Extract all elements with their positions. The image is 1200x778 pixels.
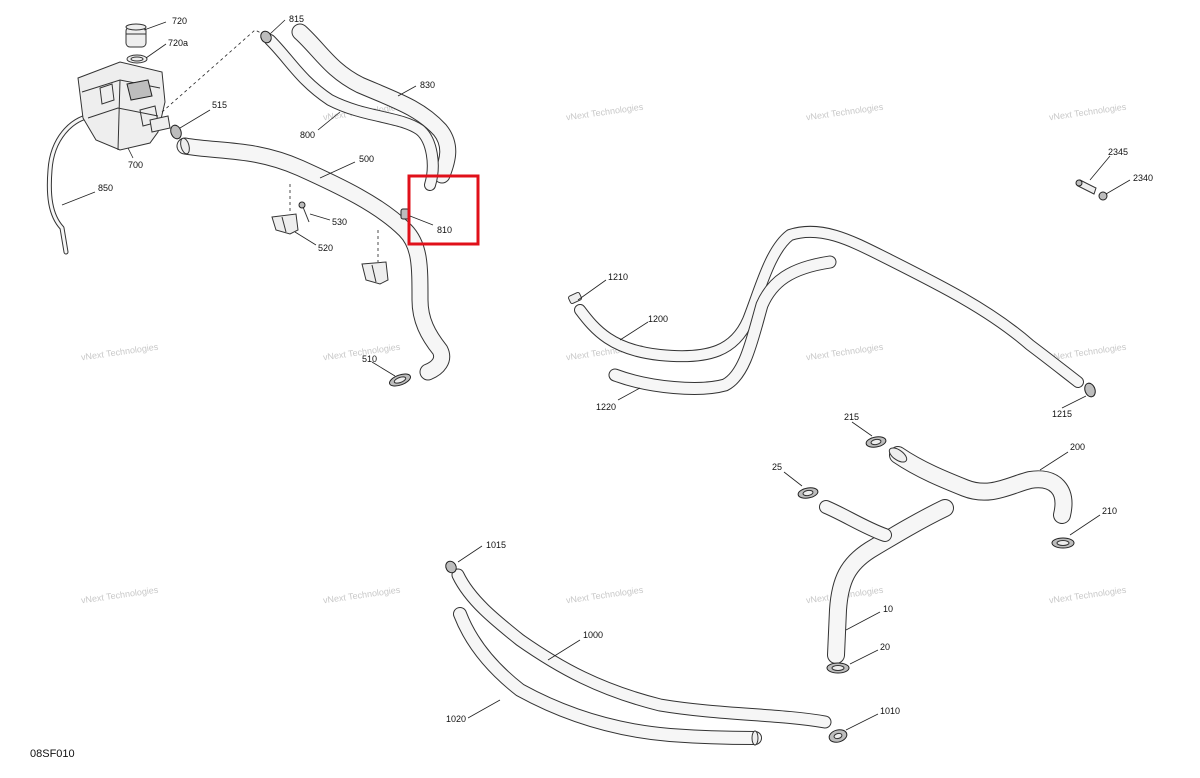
label-520: 520	[318, 243, 333, 253]
hose-clamp-1215[interactable]	[1083, 382, 1097, 399]
hose-fitting-1210[interactable]	[568, 291, 582, 305]
watermark: vNext Technologies	[1048, 585, 1127, 606]
label-500: 500	[359, 154, 374, 164]
hose-clamp-815[interactable]	[259, 29, 274, 44]
hose-clamp-515[interactable]	[169, 124, 183, 141]
hose-1020[interactable]	[453, 607, 762, 746]
sensor-2345[interactable]	[1075, 179, 1097, 195]
label-1215: 1215	[1052, 409, 1072, 419]
hose-500[interactable]	[176, 137, 451, 381]
watermark: vNext Technologies	[805, 102, 884, 123]
watermark-text: vNext Technologies	[1048, 342, 1127, 363]
watermark-text: vNext Technologies	[322, 585, 401, 606]
label-1220: 1220	[596, 402, 616, 412]
watermark: vNext Technologies	[322, 585, 401, 606]
leader-lines-right	[783, 421, 1101, 665]
watermark-text: vNext Technologies	[565, 102, 644, 123]
label-700: 700	[128, 160, 143, 170]
leader-lines-top-left	[61, 19, 434, 377]
label-720: 720	[172, 16, 187, 26]
hose-200[interactable]	[887, 445, 1073, 524]
watermark: vNext Technologies	[1048, 102, 1127, 123]
watermark-text: vNext Technologies	[80, 342, 159, 363]
watermark-text: vNext Technologies	[1048, 102, 1127, 123]
label-815: 815	[289, 14, 304, 24]
watermark: vNext Technologies	[80, 342, 159, 363]
watermark-text: vNext Technologies	[565, 585, 644, 606]
watermark: vNext Technologies	[80, 585, 159, 606]
screw-530[interactable]	[298, 201, 310, 223]
label-510: 510	[362, 354, 377, 364]
coolant-reservoir-700[interactable]	[77, 61, 171, 151]
label-1010: 1010	[880, 706, 900, 716]
watermark-text: vNext Technologies	[805, 342, 884, 363]
watermark: vNext Technologies	[1048, 342, 1127, 363]
label-810: 810	[437, 225, 452, 235]
label-215: 215	[844, 412, 859, 422]
label-1020: 1020	[446, 714, 466, 724]
watermark: vNext Technologies	[565, 102, 644, 123]
label-1210: 1210	[608, 272, 628, 282]
hose-clamp-215[interactable]	[865, 435, 887, 448]
watermark: vNext Technologies	[565, 585, 644, 606]
label-720a: 720a	[168, 38, 188, 48]
hose-clamp-1010[interactable]	[828, 728, 848, 744]
watermark-layer: vNext Technologies vNext Technologies vN…	[80, 102, 1127, 606]
label-2340: 2340	[1133, 173, 1153, 183]
hose-1000[interactable]	[451, 568, 832, 729]
label-1200: 1200	[648, 314, 668, 324]
watermark-text: vNext Technologies	[80, 585, 159, 606]
cap-gasket-720a[interactable]	[126, 54, 148, 64]
hose-clamp-210[interactable]	[1051, 537, 1075, 549]
diagram-code: 08SF010	[30, 748, 75, 760]
hose-830[interactable]	[291, 23, 457, 184]
label-1000: 1000	[583, 630, 603, 640]
support-bracket-520[interactable]	[271, 213, 299, 235]
label-200: 200	[1070, 442, 1085, 452]
watermark-text: vNext Technologies	[805, 102, 884, 123]
hose-clamp-25[interactable]	[797, 486, 819, 499]
label-800: 800	[300, 130, 315, 140]
washer-2340[interactable]	[1098, 191, 1108, 201]
hose-10[interactable]	[819, 499, 954, 664]
label-1015: 1015	[486, 540, 506, 550]
label-2345: 2345	[1108, 147, 1128, 157]
hose-clamp-510[interactable]	[388, 372, 412, 389]
label-25: 25	[772, 462, 782, 472]
leader-lines-bottom	[457, 545, 879, 731]
hose-clamp-1015[interactable]	[444, 559, 459, 574]
support-bracket-520-second[interactable]	[361, 261, 389, 285]
leader-line	[1105, 179, 1131, 195]
highlight-box	[407, 174, 480, 246]
part-labels: 720 720a 815 830 800 515 700 500 850 530…	[98, 14, 1153, 724]
label-10: 10	[883, 604, 893, 614]
hose-1200[interactable]	[574, 225, 1084, 388]
label-830: 830	[420, 80, 435, 90]
leader-line	[1089, 155, 1111, 181]
hose-1220[interactable]	[608, 255, 837, 395]
hose-800[interactable]	[264, 34, 439, 191]
watermark-text: vNext Technologies	[1048, 585, 1127, 606]
label-515: 515	[212, 100, 227, 110]
label-20: 20	[880, 642, 890, 652]
reservoir-cap-720[interactable]	[125, 23, 147, 48]
label-210: 210	[1102, 506, 1117, 516]
watermark: vNext Technologies	[805, 342, 884, 363]
label-530: 530	[332, 217, 347, 227]
label-850: 850	[98, 183, 113, 193]
overflow-tube-850[interactable]	[46, 112, 98, 255]
leader-lines-middle	[577, 279, 1087, 409]
hose-clamp-20[interactable]	[826, 662, 850, 674]
